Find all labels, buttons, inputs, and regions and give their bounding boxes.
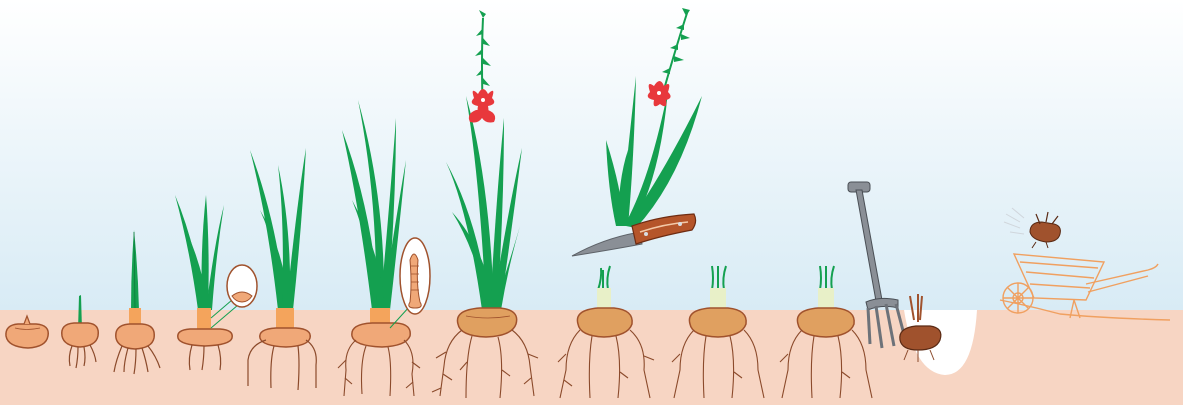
cormel-detail-icon	[227, 265, 257, 307]
sky-background	[0, 0, 1183, 310]
spike-detail-icon	[400, 238, 430, 314]
